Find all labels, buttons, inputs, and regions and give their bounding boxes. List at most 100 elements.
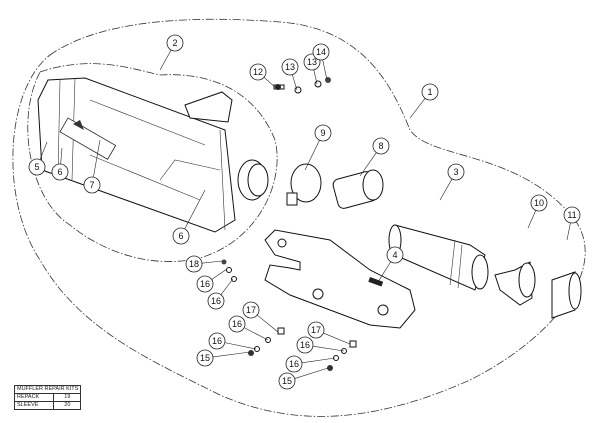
callout-circle <box>166 34 184 52</box>
muffler-subassembly-outline <box>27 63 278 262</box>
callout-circle <box>372 137 390 155</box>
callout-circle <box>228 315 246 333</box>
callout-circle <box>28 158 46 176</box>
callout-17a: 17 <box>242 301 260 319</box>
callout-circle <box>281 58 299 76</box>
callout-10: 10 <box>530 194 548 212</box>
callout-label: 17 <box>311 325 321 335</box>
leader-line <box>93 139 101 178</box>
callout-circle <box>296 336 314 354</box>
callout-label: 2 <box>172 38 177 48</box>
callout-circle <box>207 292 225 310</box>
kit-part-number: 20 <box>53 401 82 410</box>
callout-16a: 16 <box>196 275 214 293</box>
callout-circle <box>307 321 325 339</box>
callout-6a: 6 <box>51 163 69 181</box>
callout-circle <box>196 349 214 367</box>
leader-line <box>439 178 453 201</box>
callout-label: 16 <box>200 279 210 289</box>
callout-16b: 16 <box>207 292 225 310</box>
leader-line <box>304 140 320 171</box>
assembly-outline <box>12 18 586 417</box>
callout-label: 9 <box>320 128 325 138</box>
leader-line <box>292 74 298 91</box>
leader-line <box>322 59 328 81</box>
callout-circle <box>530 194 548 212</box>
leader-line <box>201 260 223 264</box>
clamp-part-9 <box>286 163 322 206</box>
callout-16e: 16 <box>296 336 314 354</box>
callout-label: 10 <box>534 198 544 208</box>
callout-4: 4 <box>386 246 404 264</box>
callout-label: 6 <box>178 231 183 241</box>
leader-line <box>212 351 251 358</box>
callout-circle <box>421 83 439 101</box>
leader-line <box>220 278 234 295</box>
callout-circle <box>314 124 332 142</box>
callout-label: 7 <box>89 180 94 190</box>
callout-label: 8 <box>378 141 383 151</box>
callout-circle <box>278 372 296 390</box>
callout-17b: 17 <box>307 321 325 339</box>
callout-circle <box>172 227 190 245</box>
callout-circle <box>285 355 303 373</box>
callout-15b: 15 <box>278 372 296 390</box>
leader-line <box>527 210 537 229</box>
insert-part-8 <box>332 169 384 209</box>
callout-label: 16 <box>300 340 310 350</box>
callout-label: 16 <box>211 296 221 306</box>
callout-18: 18 <box>185 255 203 273</box>
callout-label: 15 <box>282 376 292 386</box>
callout-label: 16 <box>212 336 222 346</box>
callout-circle <box>242 301 260 319</box>
leader-line <box>359 152 377 177</box>
table-row: REPACK 19 <box>13 393 82 402</box>
callout-2: 2 <box>166 34 184 52</box>
leader-line <box>566 222 571 241</box>
kit-part-number: 19 <box>53 393 82 402</box>
callout-circle <box>563 206 581 224</box>
leader-line <box>257 314 279 333</box>
callout-label: 5 <box>34 162 39 172</box>
callout-label: 12 <box>253 67 263 77</box>
callout-circle <box>83 176 101 194</box>
callout-label: 16 <box>232 319 242 329</box>
leader-line <box>243 327 269 341</box>
sleeve-part-11 <box>551 271 582 319</box>
callout-9: 9 <box>314 124 332 142</box>
callout-circle <box>386 246 404 264</box>
callout-16d: 16 <box>208 332 226 350</box>
kit-name: REPACK <box>13 393 55 402</box>
callout-16c: 16 <box>228 315 246 333</box>
link-pipe-part-3 <box>388 224 489 291</box>
callout-circle <box>208 332 226 350</box>
callout-11: 11 <box>563 206 581 224</box>
leader-line <box>159 49 172 71</box>
callout-6b: 6 <box>172 227 190 245</box>
leader-line <box>323 332 351 345</box>
kit-name: SLEEVE <box>13 401 55 410</box>
callout-15a: 15 <box>196 349 214 367</box>
callout-label: 1 <box>427 87 432 97</box>
callout-label: 3 <box>453 167 458 177</box>
callout-label: 16 <box>289 359 299 369</box>
leader-line <box>409 98 426 119</box>
heat-shield-part-4 <box>264 229 416 329</box>
callout-label: 14 <box>316 47 326 57</box>
callout-label: 15 <box>200 353 210 363</box>
callout-label: 13 <box>285 62 295 72</box>
callout-circle <box>249 63 267 81</box>
callout-label: 13 <box>307 57 317 67</box>
callout-label: 11 <box>567 210 576 220</box>
callout-14: 14 <box>312 43 330 61</box>
leader-line <box>39 141 48 160</box>
muffler-repair-kits-table: MUFFLER REPAIR KITS REPACK 19 SLEEVE 20 <box>13 385 82 410</box>
leader-line <box>301 357 336 364</box>
leader-line <box>377 261 391 283</box>
callout-7: 7 <box>83 176 101 194</box>
leader-line <box>184 189 206 230</box>
callout-8: 8 <box>372 137 390 155</box>
callout-5: 5 <box>28 158 46 176</box>
